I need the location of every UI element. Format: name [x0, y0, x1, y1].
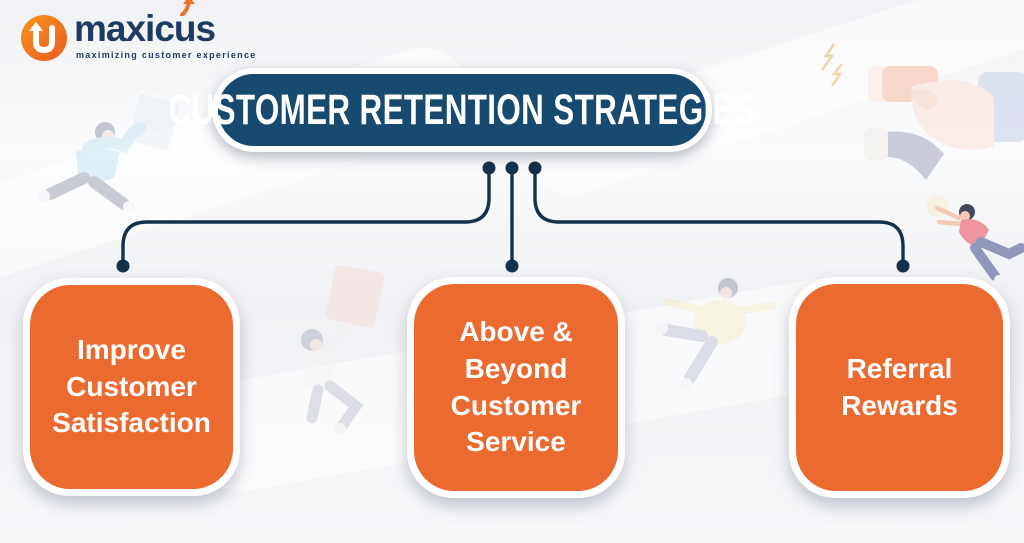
- strategy-card-referral-rewards: Referral Rewards: [789, 277, 1010, 498]
- title-banner: CUSTOMER RETENTION STRATEGIES: [169, 68, 755, 152]
- connector-dot: [505, 259, 519, 273]
- strategy-card-inner: Improve Customer Satisfaction: [30, 285, 233, 489]
- page-title: CUSTOMER RETENTION STRATEGIES: [168, 85, 756, 134]
- brand-u-arrow-icon: [179, 0, 195, 16]
- connector-dot: [482, 161, 496, 175]
- strategy-card-inner: Above & Beyond Customer Service: [414, 284, 618, 491]
- brand-text: maxic: [74, 8, 175, 49]
- logo-u-arrow-icon: [21, 15, 67, 61]
- strategy-card-inner: Referral Rewards: [796, 284, 1003, 491]
- connector-dot: [116, 259, 130, 273]
- connector-dot: [896, 259, 910, 273]
- connector-dot: [505, 161, 519, 175]
- brand-text: s: [195, 8, 217, 49]
- strategy-label: Improve Customer Satisfaction: [52, 333, 211, 439]
- strategy-card-improve-customer-satisfaction: Improve Customer Satisfaction: [23, 278, 240, 496]
- strategy-label: Above & Beyond Customer Service: [450, 315, 582, 458]
- brand-tagline: maximizing customer experience: [76, 50, 257, 60]
- brand-u: u: [174, 0, 197, 47]
- strategy-card-above-beyond-customer-service: Above & Beyond Customer Service: [407, 277, 625, 498]
- strategy-label: Referral Rewards: [841, 352, 958, 421]
